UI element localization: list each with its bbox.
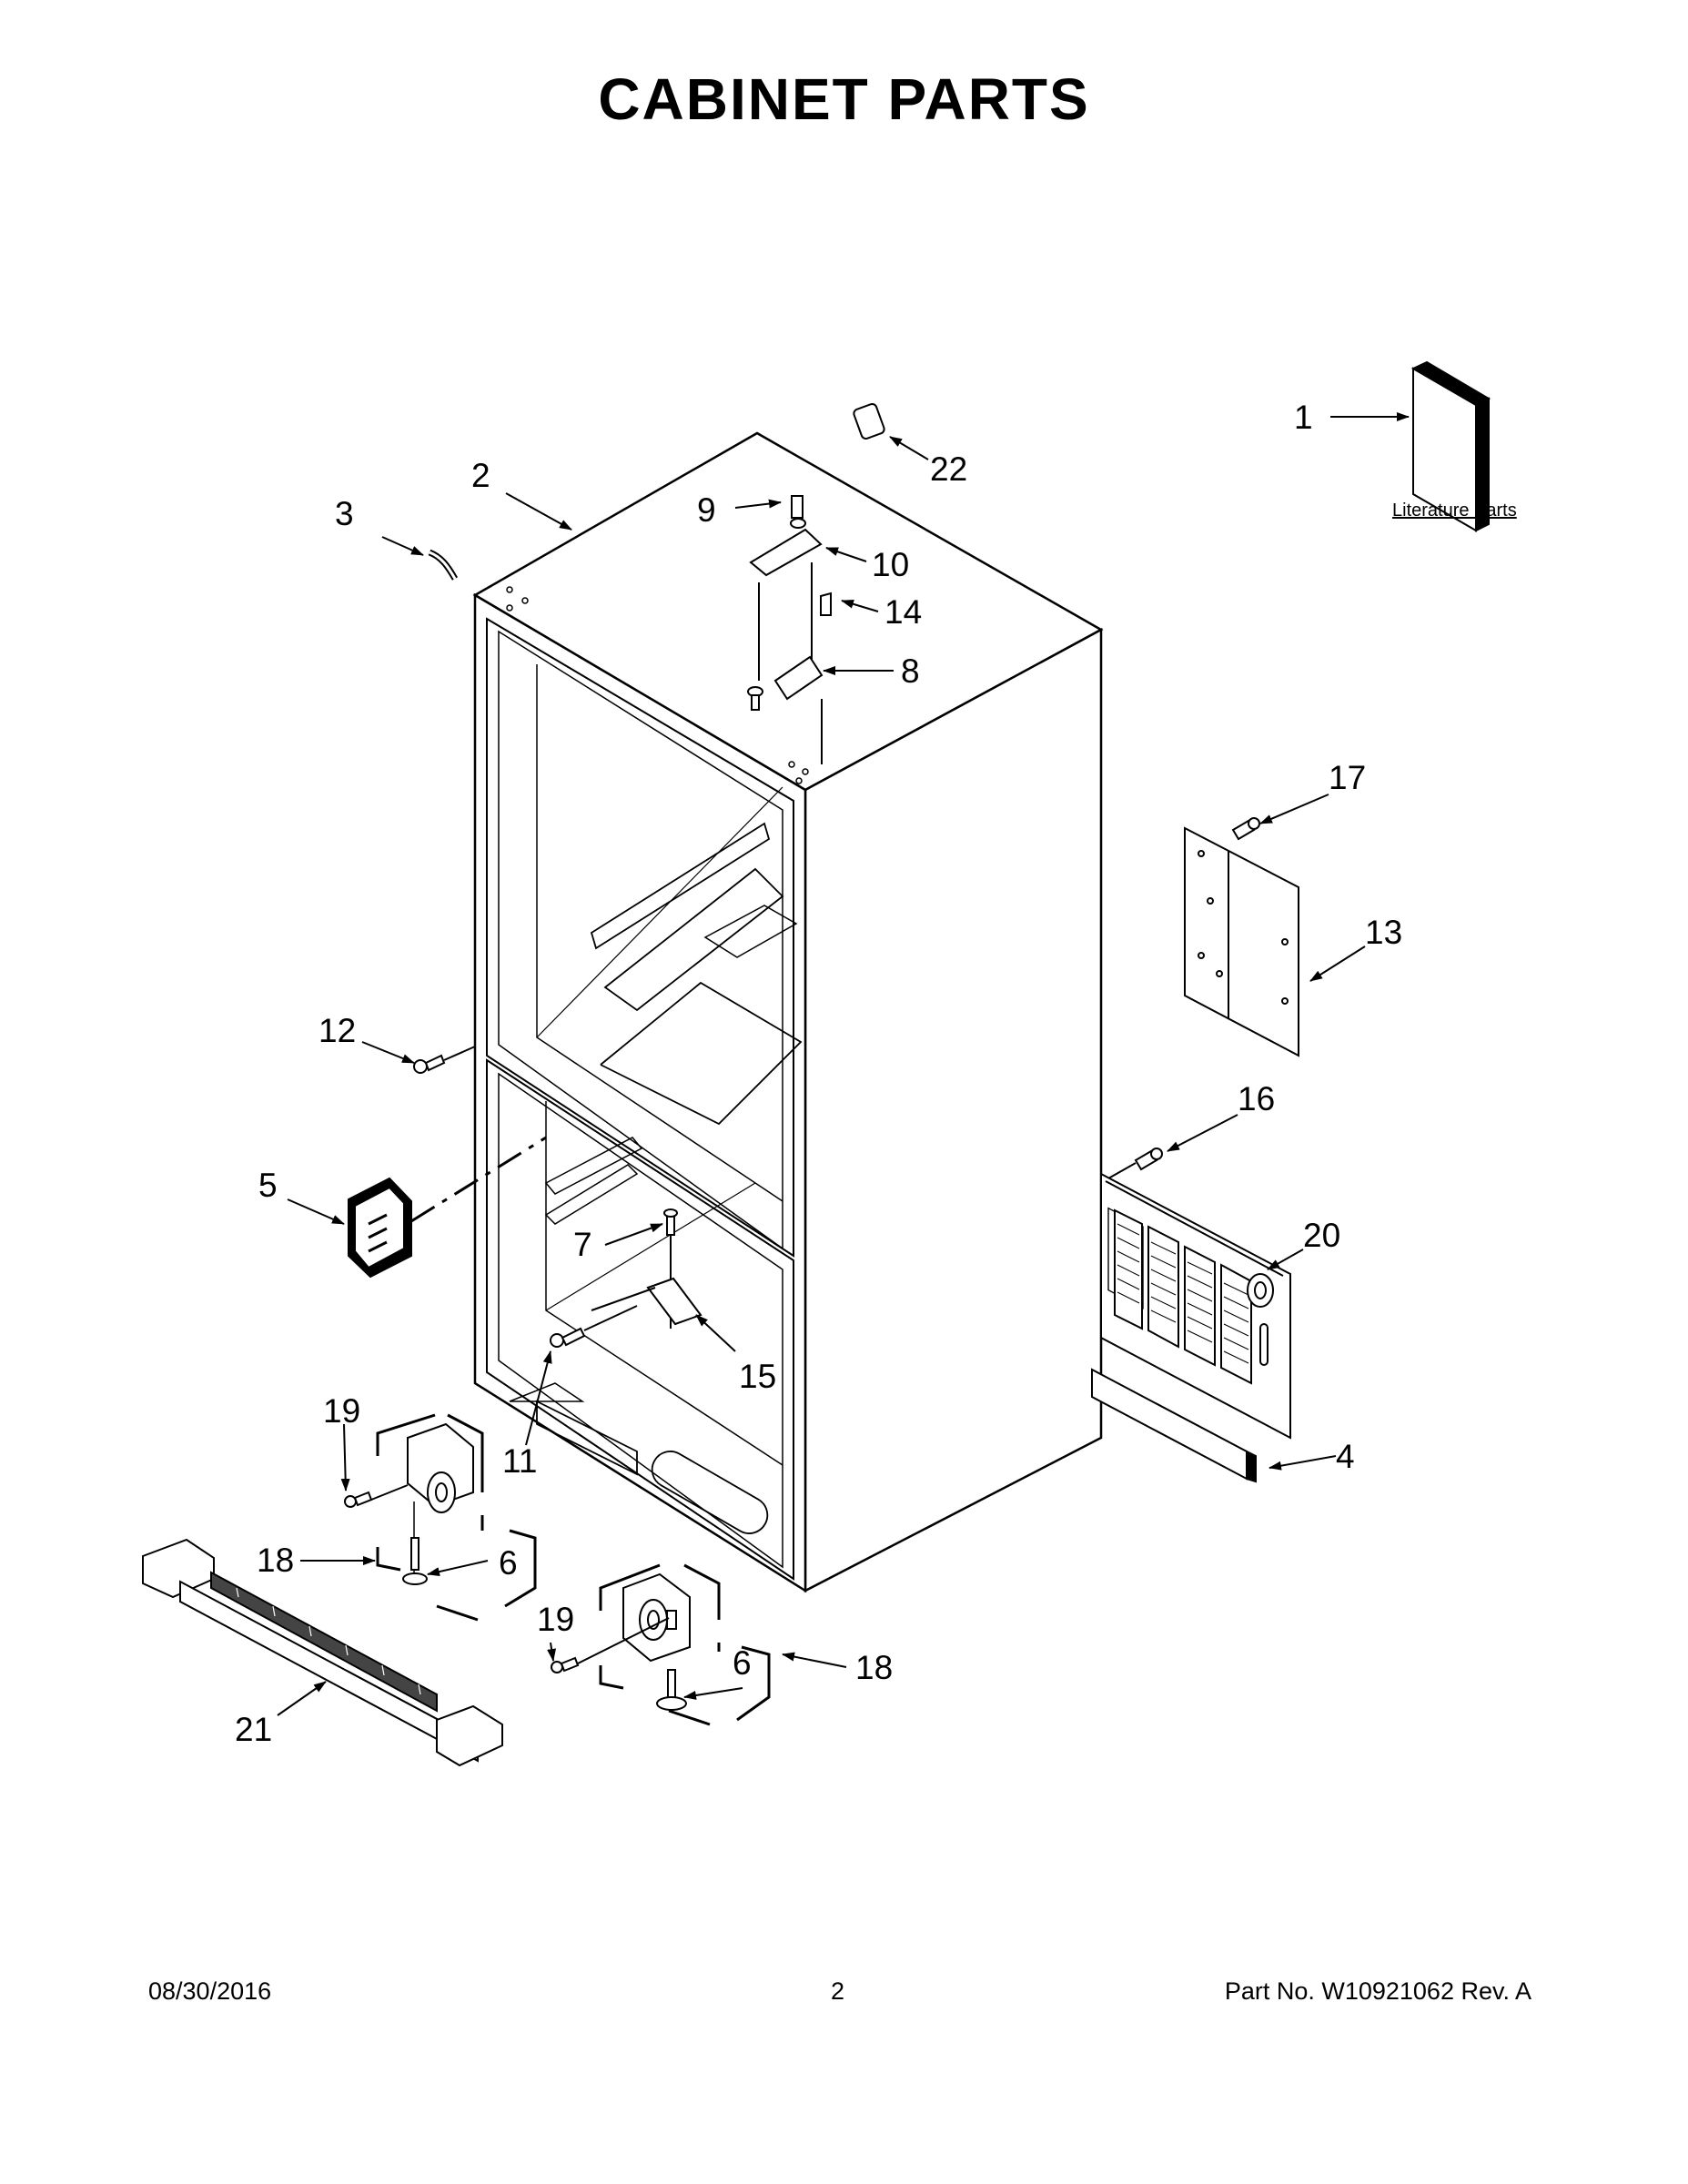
- callout-3: 3: [335, 495, 354, 532]
- screw-17-icon: [1231, 817, 1260, 841]
- literature-book-icon: [1410, 360, 1491, 532]
- access-panel: [1184, 826, 1299, 1057]
- callout-2: 2: [471, 457, 490, 494]
- callout-4: 4: [1336, 1438, 1355, 1475]
- toe-grille: [142, 1538, 503, 1767]
- callout-6-right: 6: [733, 1644, 752, 1682]
- left-roller-assembly: [344, 1422, 474, 1585]
- callout-20: 20: [1303, 1217, 1340, 1254]
- label-icon: [853, 402, 885, 440]
- screw-12-icon: [413, 1054, 446, 1074]
- control-module: [348, 1177, 412, 1279]
- callout-8: 8: [901, 652, 920, 690]
- footer-date: 08/30/2016: [148, 1977, 272, 2005]
- seal-strip: [1091, 1368, 1257, 1483]
- screw-16-icon: [1134, 1148, 1163, 1171]
- top-holes: [506, 586, 809, 784]
- grille-louvers: [1117, 1223, 1249, 1364]
- footer-part-number: Part No. W10921062 Rev. A: [1224, 1977, 1531, 2005]
- callout-14: 14: [884, 593, 922, 631]
- callout-17: 17: [1329, 759, 1366, 796]
- callout-13: 13: [1365, 914, 1402, 951]
- callout-22: 22: [930, 450, 967, 488]
- right-roller-assembly: [551, 1572, 691, 1711]
- top-hinge-assembly: [747, 495, 832, 764]
- callout-6-left: 6: [499, 1544, 518, 1582]
- callout-16: 16: [1238, 1080, 1275, 1117]
- literature-parts-label: Literature Parts: [1392, 500, 1517, 521]
- freezer-hinge-parts: [550, 1208, 702, 1348]
- callout-9: 9: [697, 491, 716, 529]
- callout-21: 21: [235, 1711, 272, 1748]
- callout-1: 1: [1294, 399, 1313, 436]
- base-grille: [1100, 1172, 1291, 1440]
- callout-19-right: 19: [537, 1601, 574, 1638]
- left-roller-bracket: [376, 1413, 537, 1622]
- right-roller-bracket: [599, 1563, 771, 1726]
- callout-12: 12: [318, 1012, 356, 1049]
- callout-11: 11: [502, 1442, 537, 1480]
- callout-15: 15: [739, 1358, 776, 1395]
- callout-18-left: 18: [257, 1542, 294, 1579]
- callout-10: 10: [872, 546, 909, 583]
- cabinet-shell: [472, 431, 1104, 1593]
- callout-19-left: 19: [323, 1392, 360, 1430]
- callout-5: 5: [258, 1167, 278, 1204]
- callout-7: 7: [573, 1226, 592, 1263]
- footer-page-number: 2: [831, 1977, 845, 2005]
- page-title: CABINET PARTS: [598, 66, 1090, 132]
- callout-18-right: 18: [855, 1649, 893, 1686]
